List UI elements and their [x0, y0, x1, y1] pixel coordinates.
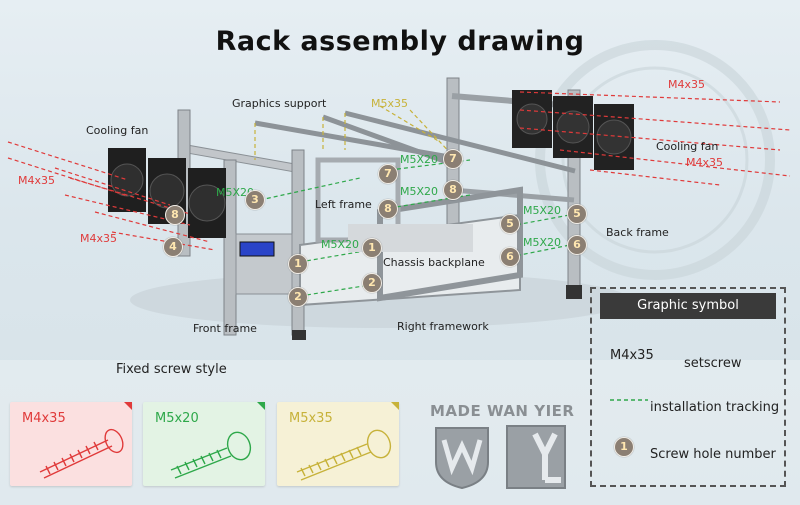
label-right-framework: Right framework [397, 320, 489, 333]
hole-number-8: 8 [378, 199, 398, 219]
right-frame-plate [377, 186, 523, 302]
legend-setscrew-sample: M4x35 [610, 348, 654, 363]
legend-tracking-line [610, 399, 648, 401]
front-fans [108, 148, 226, 238]
screw-label-m5x20-a: M5X20 [400, 153, 439, 166]
screw-label-m5x20-e: M5X20 [523, 204, 562, 217]
hole-number-5: 5 [500, 214, 520, 234]
graphics-bar-2 [322, 114, 456, 168]
legend-hole-sample: 1 [614, 437, 634, 457]
legend-tracking-label: installation tracking [650, 400, 780, 415]
screw-label-m5x35-top: M5x35 [371, 97, 408, 110]
red-dashes [7, 91, 791, 251]
card-corner-marker [124, 402, 132, 410]
label-graphics-support: Graphics support [232, 97, 327, 110]
lcd-display [239, 241, 275, 257]
screw-card-label: M5x20 [155, 411, 199, 426]
hole-number-5b: 5 [567, 204, 587, 224]
label-cooling-fan-right: Cooling fan [656, 140, 719, 153]
screw-label-m4x35-left-bot: M4x35 [80, 232, 117, 245]
screw-icon [39, 428, 124, 479]
brand-design-logo [506, 425, 566, 489]
page-title: Rack assembly drawing [215, 26, 585, 57]
hole-number-3: 3 [245, 190, 265, 210]
screw-card-label: M5x35 [289, 411, 333, 426]
screw-card-m5x20: M5x20 [143, 402, 265, 486]
back-fans [512, 90, 634, 170]
brand-shield-logo [435, 427, 489, 490]
screw-label-m4x35-left-top: M4x35 [18, 174, 55, 187]
hole-number-8b: 8 [443, 180, 463, 200]
bottom-panel [0, 360, 800, 505]
screw-label-m4x35-right: M4x35 [686, 156, 723, 169]
hole-number-7: 7 [378, 164, 398, 184]
hole-number-8c: 8 [165, 205, 185, 225]
screw-icon [296, 429, 392, 481]
back-foot [566, 285, 582, 299]
legend-heading: Graphic symbol [600, 293, 776, 319]
front-foot-1 [292, 330, 306, 340]
fixed-screw-style-heading: Fixed screw style [116, 362, 227, 377]
green-dashes [259, 159, 576, 297]
graphic-symbol-legend: Graphic symbol M4x35 setscrew installati… [590, 287, 786, 487]
hole-number-4: 4 [163, 237, 183, 257]
screw-card-m4x35: M4x35 [10, 402, 132, 486]
screw-card-m5x35: M5x35 [277, 402, 399, 486]
label-back-frame: Back frame [606, 226, 669, 239]
hole-number-2: 2 [288, 287, 308, 307]
screw-label-m5x20-c: M5X20 [216, 186, 255, 199]
hole-number-2b: 2 [362, 273, 382, 293]
screw-label-m5x20-d: M5X20 [321, 238, 360, 251]
label-cooling-fan-left: Cooling fan [86, 124, 149, 137]
legend-hole-label: Screw hole number [650, 447, 776, 462]
label-front-frame: Front frame [193, 322, 257, 335]
hole-number-6b: 6 [567, 235, 587, 255]
label-chassis-backplane: Chassis backplane [383, 256, 485, 269]
label-left-frame: Left frame [315, 198, 372, 211]
card-corner-marker [257, 402, 265, 410]
back-mid-rail [451, 187, 575, 203]
screw-label-m5x20-f: M5X20 [523, 236, 562, 249]
screw-label-m5x20-b: M5X20 [400, 185, 439, 198]
screw-icon [170, 431, 252, 479]
front-post-right [291, 149, 305, 336]
screw-card-label: M4x35 [22, 411, 66, 426]
hole-number-6: 6 [500, 247, 520, 267]
hole-number-1b: 1 [362, 238, 382, 258]
yellow-dashes [254, 105, 456, 160]
screw-label-m4x35-top-right: M4x35 [668, 78, 705, 91]
hole-number-1: 1 [288, 254, 308, 274]
graphics-bar-3 [344, 110, 576, 174]
card-corner-marker [391, 402, 399, 410]
hole-number-7b: 7 [443, 149, 463, 169]
legend-setscrew-label: setscrew [684, 356, 742, 371]
brand-name: MADE WAN YIER [430, 402, 575, 420]
